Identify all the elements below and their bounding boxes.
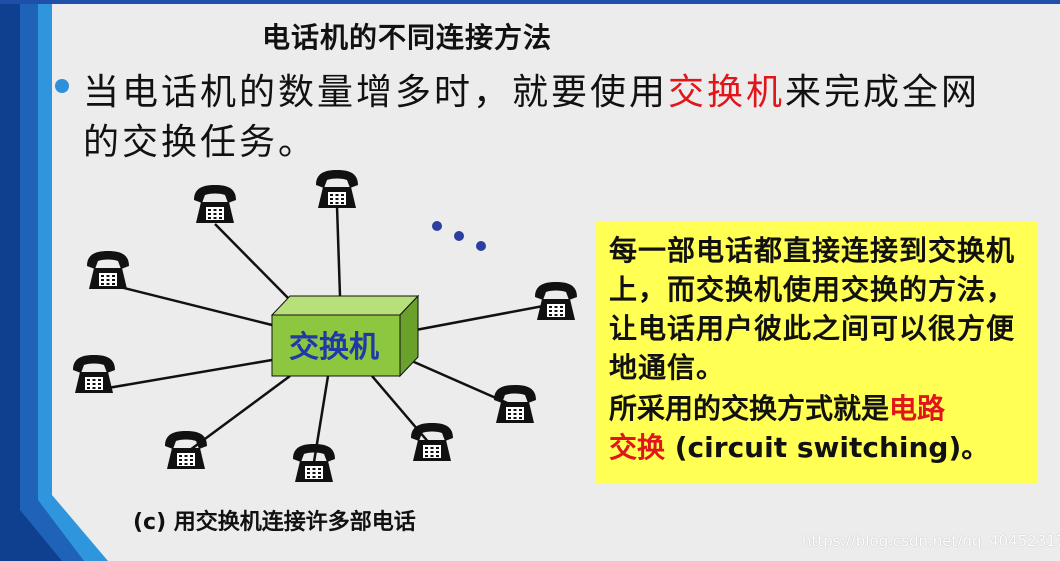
watermark: https://blog.csdn.net/qq_40452317 [802,532,1060,550]
note-box: 每一部电话都直接连接到交换机上，而交换机使用交换的方法，让电话用户彼此之间可以很… [596,221,1037,483]
bullet-text-before: 当电话机的数量增多时，就要使用 [83,72,669,113]
note-paragraph-1: 每一部电话都直接连接到交换机上，而交换机使用交换的方法，让电话用户彼此之间可以很… [609,234,1016,384]
telephone-icon [293,444,335,482]
note-p2-red-1: 电路 [889,392,946,425]
telephone-icon [87,251,129,289]
line-left [111,283,273,327]
switch-box: 交换机 [270,294,420,378]
diagram-caption: (c) 用交换机连接许多部电话 [133,510,416,535]
telephone-icon [194,185,236,223]
telephone-icon [73,355,115,393]
note-paragraph-2: 所采用的交换方式就是电路交换 (circuit switching)。 [609,389,1029,467]
telephone-icon [165,431,207,469]
note-p2-red-2: 交换 [609,431,666,464]
top-accent-strip [0,0,1060,4]
telephone-icon [494,385,536,423]
ellipsis-dots [432,221,486,251]
telephone-icon [535,282,577,320]
bullet-dot [55,79,69,93]
line-far-left [95,358,273,392]
bullet-text: 当电话机的数量增多时，就要使用交换机来完成全网的交换任务。 [83,68,1003,168]
note-p2-before: 所采用的交换方式就是 [609,392,890,425]
telephone-icon [316,170,358,208]
line-top-left [214,223,291,301]
slide-title: 电话机的不同连接方法 [262,21,553,54]
switch-label: 交换机 [289,330,379,365]
bullet-text-after: 来完成全网的交换任务。 [83,72,981,163]
telephone-icon [411,423,453,461]
line-top [335,205,342,297]
bullet-text-highlight: 交换机 [668,72,786,113]
line-bottom-left [189,374,291,452]
note-p2-after: (circuit switching)。 [665,431,990,464]
line-right [404,302,555,334]
